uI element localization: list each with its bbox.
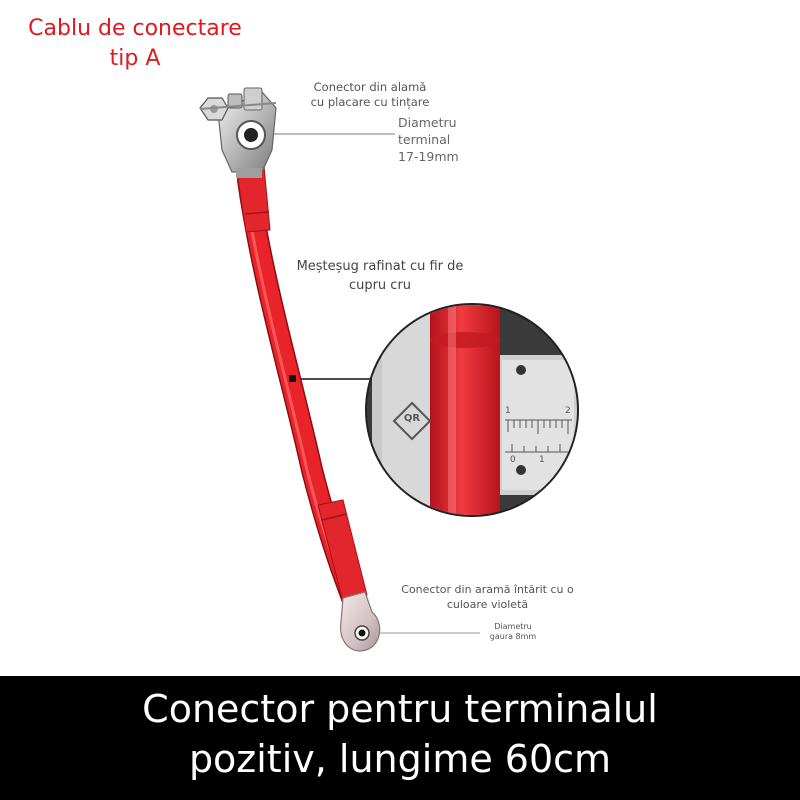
hole-diameter-label-line-2: gaura 8mm — [489, 632, 537, 641]
cable-marker-dot — [289, 375, 296, 382]
brass-connector-label-line-2: cu placare cu tințare — [310, 95, 430, 109]
terminal-diameter-label-line-1: Diametru — [398, 115, 457, 130]
ruler-number-2: 2 — [565, 406, 571, 416]
product-title: Cablu de conectare tip A — [10, 14, 260, 74]
ruler-number-1: 1 — [505, 406, 511, 416]
terminal-diameter-label: Diametru terminal 17-19mm — [398, 114, 488, 165]
vernier-number-0: 0 — [510, 455, 516, 465]
footer-caption-line-1: Conector pentru terminalul — [142, 687, 658, 731]
brass-connector-label-line-1: Conector din alamă — [313, 80, 427, 94]
craftsmanship-label: Meșteșug rafinat cu fir de cupru cru — [280, 257, 480, 295]
qr-logo — [392, 401, 432, 441]
terminal-diameter-label-line-3: 17-19mm — [398, 149, 459, 164]
heat-shrink-bottom — [317, 499, 368, 603]
footer-caption-line-2: pozitiv, lungime 60cm — [188, 737, 612, 781]
heat-shrink-top-edge — [244, 211, 270, 215]
brass-connector-label: Conector din alamă cu placare cu tințare — [285, 80, 455, 110]
battery-clamp-terminal-icon — [199, 87, 277, 178]
footer-banner — [0, 676, 800, 800]
copper-connector-label-line-2: culoare violetă — [446, 598, 529, 611]
copper-connector-label-line-1: Conector din aramă întărit cu o — [401, 583, 574, 596]
hole-diameter-label-line-1: Diametru — [494, 622, 532, 631]
magnifier-closeup-icon — [365, 303, 579, 517]
footer-caption: Conector pentru terminalul pozitiv, lung… — [0, 684, 800, 784]
terminal-diameter-label-line-2: terminal — [398, 132, 451, 147]
hole-diameter-label: Diametru gaura 8mm — [478, 622, 548, 642]
ring-lug-terminal-icon — [339, 591, 381, 652]
product-title-line-1: Cablu de conectare — [28, 16, 242, 41]
qr-logo-text: QR — [403, 413, 421, 424]
product-title-line-2: tip A — [109, 46, 161, 71]
vernier-number-1: 1 — [539, 455, 545, 465]
heat-shrink-bottom-edge — [321, 513, 347, 521]
craftsmanship-label-line-1: Meșteșug rafinat cu fir de — [296, 259, 464, 274]
craftsmanship-label-line-2: cupru cru — [348, 278, 412, 293]
copper-connector-label: Conector din aramă întărit cu o culoare … — [390, 582, 585, 612]
